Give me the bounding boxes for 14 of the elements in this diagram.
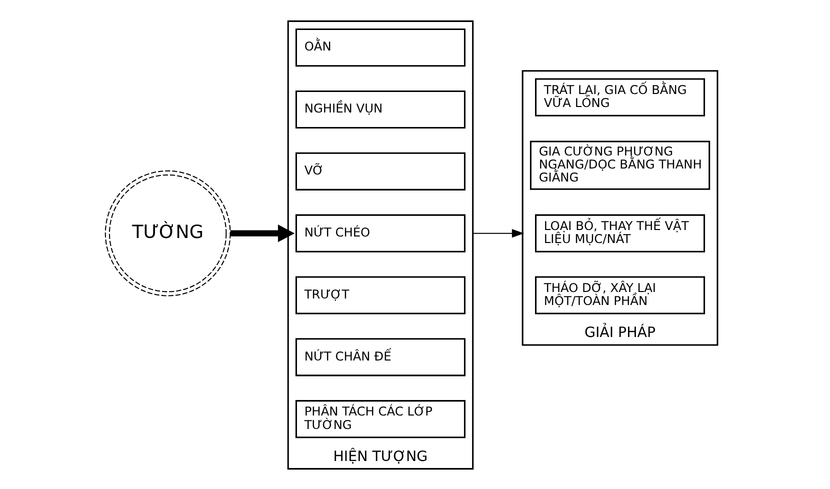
node-box: VỠ (294, 152, 465, 190)
arrow (230, 224, 294, 242)
node-box: NỨT CHÉO (294, 214, 465, 252)
node-box: NGHIỀN VỤN (294, 90, 465, 128)
node-box: OẰN (294, 28, 465, 66)
node-circle: TƯỜNG (104, 170, 230, 296)
node-box: LOẠI BỎ, THAY THẾ VẬT LIỆU MỤC/NÁT (534, 214, 705, 252)
node-box: TRƯỢT (294, 276, 465, 314)
node-box: PHÂN TÁCH CÁC LỚP TƯỜNG (294, 400, 465, 438)
node-box: GIA CƯỜNG PHƯƠNG NGANG/DỌC BẰNG THANH GIẰNG (529, 140, 710, 190)
arrow (472, 228, 524, 238)
node-box: NỨT CHÂN ĐẾ (294, 338, 465, 376)
node-box: TRÁT LẠI, GIA CỐ BẰNG VỮA LỎNG (534, 78, 705, 116)
node-box: THÁO DỠ, XÂY LẠI MỘT/TOÀN PHẦN (534, 276, 705, 314)
